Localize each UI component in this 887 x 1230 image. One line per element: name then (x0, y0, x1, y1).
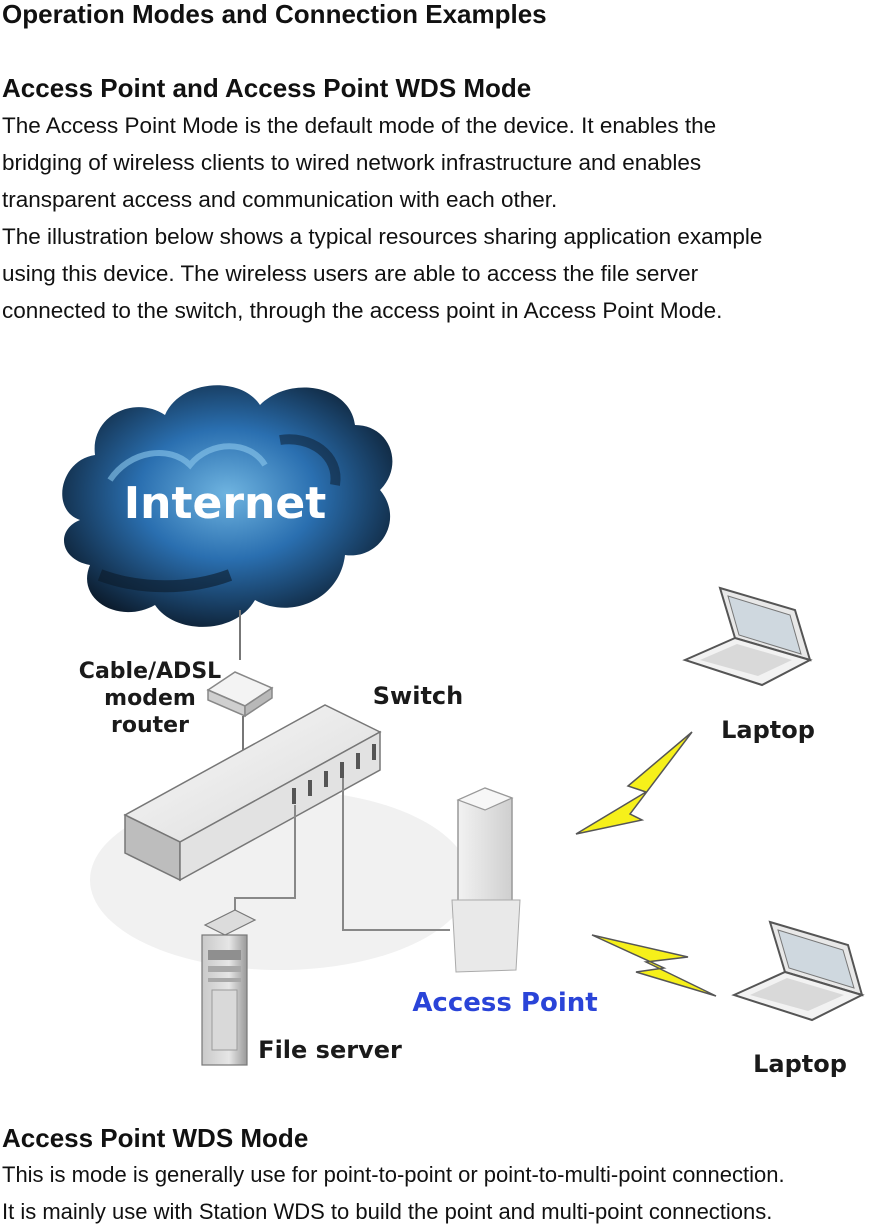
cloud-label: Internet (124, 478, 326, 529)
section2-paragraph: This is mode is generally use for point-… (2, 1156, 886, 1230)
paragraph-line: using this device. The wireless users ar… (2, 261, 699, 286)
laptop-icon (682, 586, 813, 687)
paragraph-line: The Access Point Mode is the default mod… (2, 113, 717, 138)
page-title: Operation Modes and Connection Examples (2, 0, 547, 29)
access-point-icon (451, 787, 521, 973)
paragraph-line: bridging of wireless clients to wired ne… (2, 150, 702, 175)
router-label-line: modem (104, 686, 196, 711)
paragraph-line: transparent access and communication wit… (2, 187, 558, 212)
file-server-icon (201, 909, 257, 1066)
switch-label: Switch (373, 682, 463, 710)
section-heading-ap-wds: Access Point and Access Point WDS Mode (2, 73, 532, 103)
router-label-line: router (111, 713, 189, 738)
switch-icon (123, 704, 382, 882)
router-label-line: Cable/ADSL (79, 659, 221, 684)
section1-paragraph: The Access Point Mode is the default mod… (2, 107, 886, 329)
network-diagram: Internet Cable/ADSL modem router Switch (40, 360, 885, 1080)
access-point-label: Access Point (412, 988, 597, 1018)
paragraph-line: It is mainly use with Station WDS to bui… (2, 1199, 773, 1224)
wireless-link-icon (591, 934, 717, 997)
paragraph-line: This is mode is generally use for point-… (2, 1162, 785, 1187)
router-icon (206, 671, 274, 718)
wireless-link-icon (575, 731, 693, 835)
section-heading-wds: Access Point WDS Mode (2, 1123, 309, 1153)
paragraph-line: connected to the switch, through the acc… (2, 298, 723, 323)
laptop-bottom-label: Laptop (753, 1050, 847, 1078)
paragraph-line: The illustration below shows a typical r… (2, 224, 763, 249)
laptop-top-label: Laptop (721, 716, 815, 744)
internet-cloud-icon: Internet (62, 385, 393, 627)
file-server-label: File server (258, 1036, 402, 1064)
router-label: Cable/ADSL modem router (79, 659, 221, 738)
laptop-icon (731, 920, 865, 1022)
